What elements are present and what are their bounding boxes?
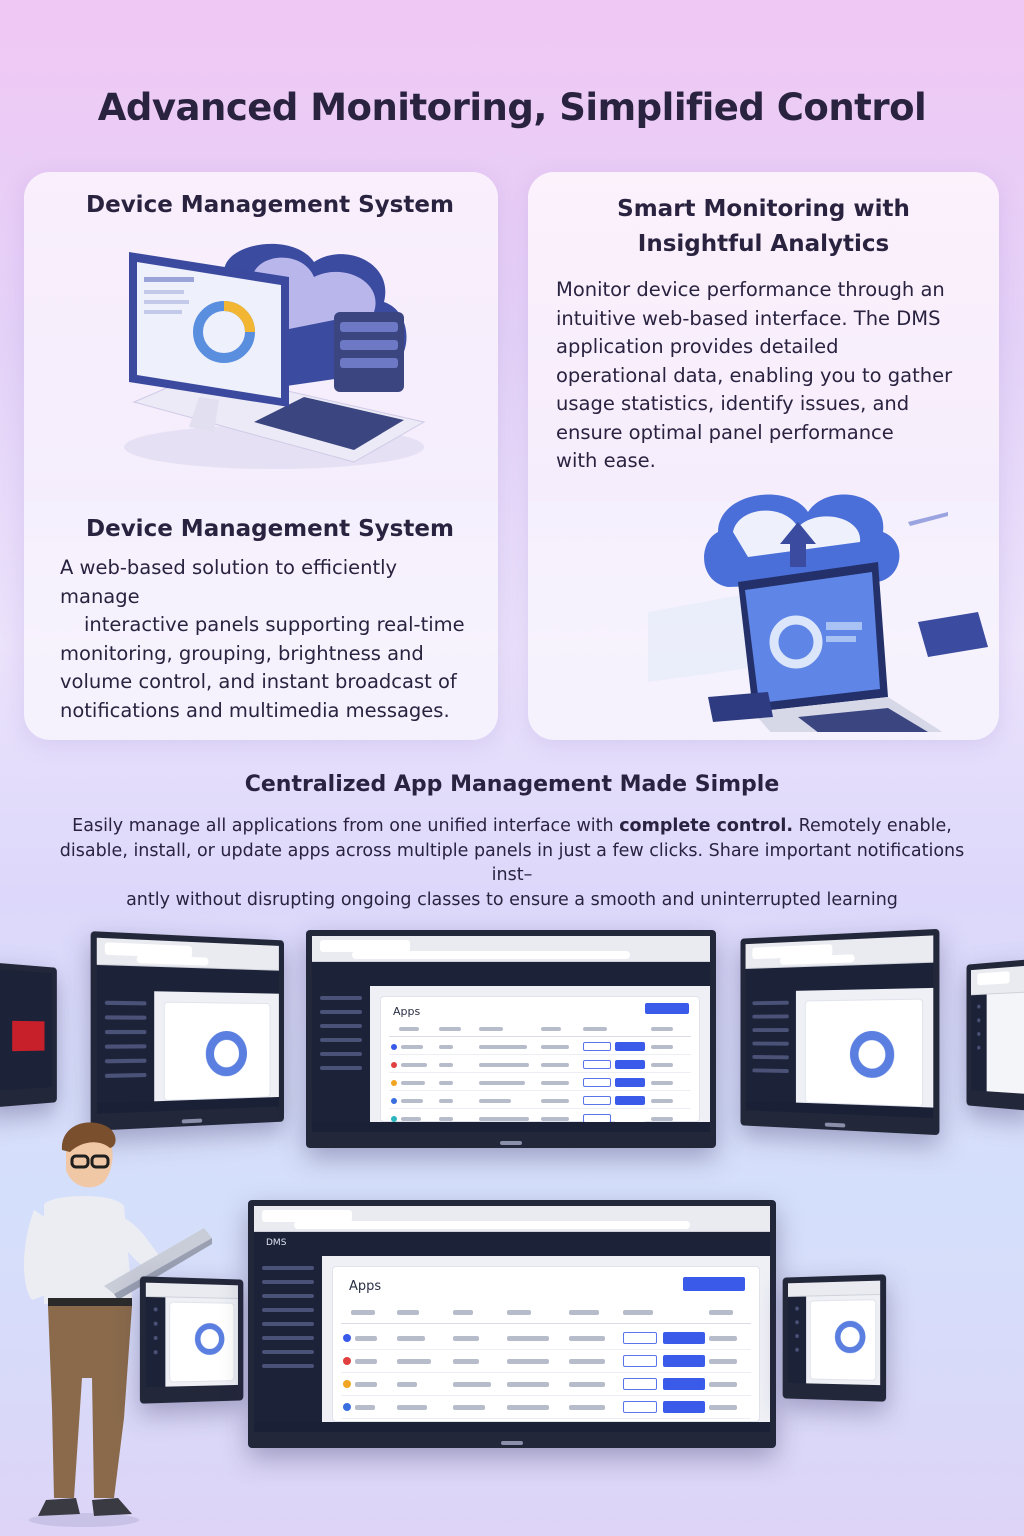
disable-button[interactable]: [583, 1078, 611, 1087]
side-panel-screen: [0, 962, 57, 1108]
section-description: Easily manage all applications from one …: [50, 814, 974, 912]
table-row: [341, 1396, 751, 1419]
disable-button[interactable]: [623, 1401, 657, 1413]
apps-panel: Apps: [332, 1266, 760, 1422]
panel-screen-analytics-right: [741, 929, 940, 1135]
table-row: [341, 1373, 751, 1396]
toggle-on[interactable]: [663, 1401, 705, 1413]
toggle-on[interactable]: [615, 1060, 645, 1069]
disable-button[interactable]: [583, 1096, 611, 1105]
apps-title: Apps: [349, 1279, 381, 1294]
table-header: [341, 1301, 751, 1324]
panel-screen-small-left: [140, 1276, 243, 1403]
table-row: [341, 1327, 751, 1350]
panel-screen-apps: Apps: [306, 930, 716, 1148]
add-app-button[interactable]: [645, 1003, 689, 1014]
panel-screen-small-right: [783, 1274, 886, 1401]
cloud-computer-illustration: [104, 232, 434, 482]
disable-button[interactable]: [583, 1042, 611, 1051]
main-panel-screen: DMS Apps: [248, 1200, 776, 1448]
device-management-card: Device Management System Device Manageme…: [24, 172, 498, 740]
panel-screen-analytics: [91, 931, 284, 1131]
toggle-on[interactable]: [615, 1096, 645, 1105]
table-row: [389, 1075, 691, 1091]
toggle-on[interactable]: [663, 1332, 705, 1344]
page-title: Advanced Monitoring, Simplified Control: [0, 86, 1024, 129]
table-row: [389, 1093, 691, 1109]
card-top-heading: Device Management System: [86, 192, 454, 218]
toggle-on[interactable]: [615, 1042, 645, 1051]
table-header: [389, 1021, 691, 1037]
toggle-on[interactable]: [663, 1378, 705, 1390]
card-description: A web-based solution to efficiently mana…: [60, 554, 480, 725]
brand-logo: DMS: [266, 1238, 286, 1248]
apps-title: Apps: [393, 1005, 420, 1018]
toggle-on[interactable]: [663, 1355, 705, 1367]
side-panel-screen-right: [966, 959, 1024, 1111]
card-heading: Smart Monitoring with Insightful Analyti…: [528, 192, 999, 262]
card-description: Monitor device performance through an in…: [556, 276, 986, 476]
add-app-button[interactable]: [683, 1277, 745, 1291]
table-row: [389, 1039, 691, 1055]
disable-button[interactable]: [623, 1378, 657, 1390]
toggle-on[interactable]: [615, 1078, 645, 1087]
table-row: [389, 1057, 691, 1073]
cloud-laptop-illustration: [648, 472, 998, 732]
apps-panel: Apps: [380, 996, 700, 1122]
smart-monitoring-card: Smart Monitoring with Insightful Analyti…: [528, 172, 999, 740]
disable-button[interactable]: [583, 1060, 611, 1069]
disable-button[interactable]: [623, 1355, 657, 1367]
table-row: [341, 1350, 751, 1373]
card-heading: Device Management System: [86, 516, 454, 542]
section-heading: Centralized App Management Made Simple: [0, 772, 1024, 797]
disable-button[interactable]: [623, 1332, 657, 1344]
